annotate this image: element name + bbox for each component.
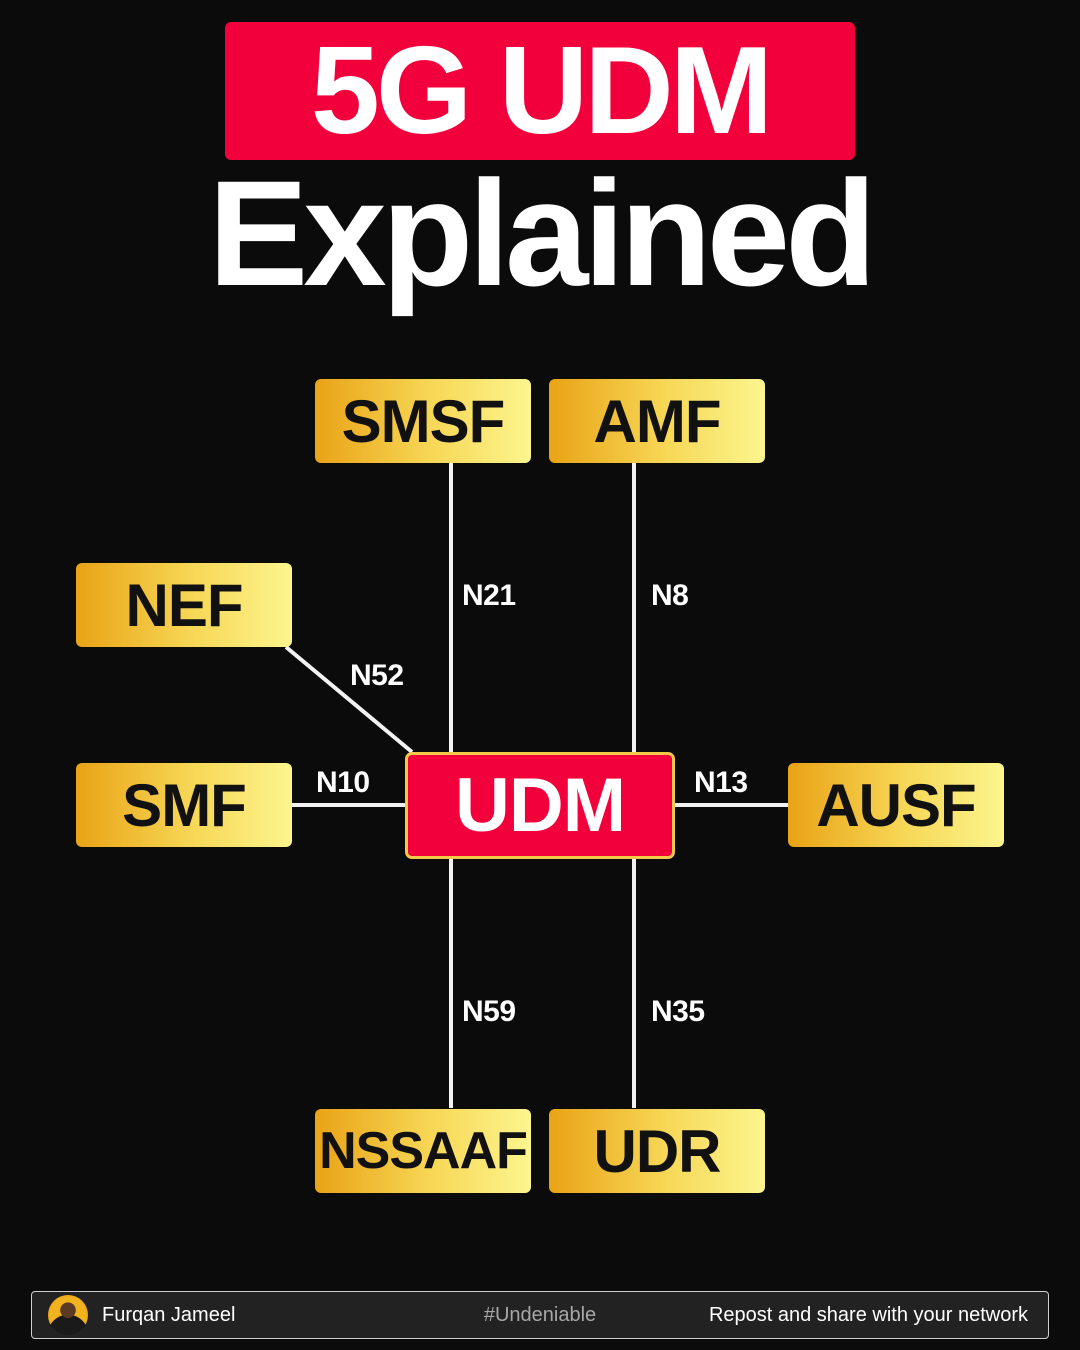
- share-cta: Repost and share with your network: [708, 1303, 1028, 1326]
- label-n52: N52: [350, 659, 404, 692]
- label-n35: N35: [651, 995, 705, 1028]
- node-smsf: SMSF: [315, 379, 531, 463]
- title-highlight-text: 5G UDM: [310, 22, 773, 160]
- label-n21: N21: [462, 579, 516, 612]
- node-nef: NEF: [76, 563, 292, 647]
- node-udr: UDR: [549, 1109, 765, 1193]
- node-amf: AMF: [549, 379, 765, 463]
- author-name: Furqan Jameel: [102, 1303, 236, 1326]
- title-highlight-box: 5G UDM: [225, 22, 855, 160]
- node-udm-center: UDM: [405, 752, 675, 859]
- link-nef-udm: [284, 645, 414, 754]
- label-n10: N10: [316, 766, 370, 799]
- node-nssaaf: NSSAAF: [315, 1109, 531, 1193]
- page-title: Explained: [208, 149, 877, 317]
- label-n59: N59: [462, 995, 516, 1028]
- node-ausf: AUSF: [788, 763, 1004, 847]
- footer-bar: Furqan Jameel #Undeniable Repost and sha…: [31, 1291, 1049, 1339]
- label-n13: N13: [694, 766, 748, 799]
- avatar: [48, 1295, 88, 1335]
- node-smf: SMF: [76, 763, 292, 847]
- label-n8: N8: [651, 579, 689, 612]
